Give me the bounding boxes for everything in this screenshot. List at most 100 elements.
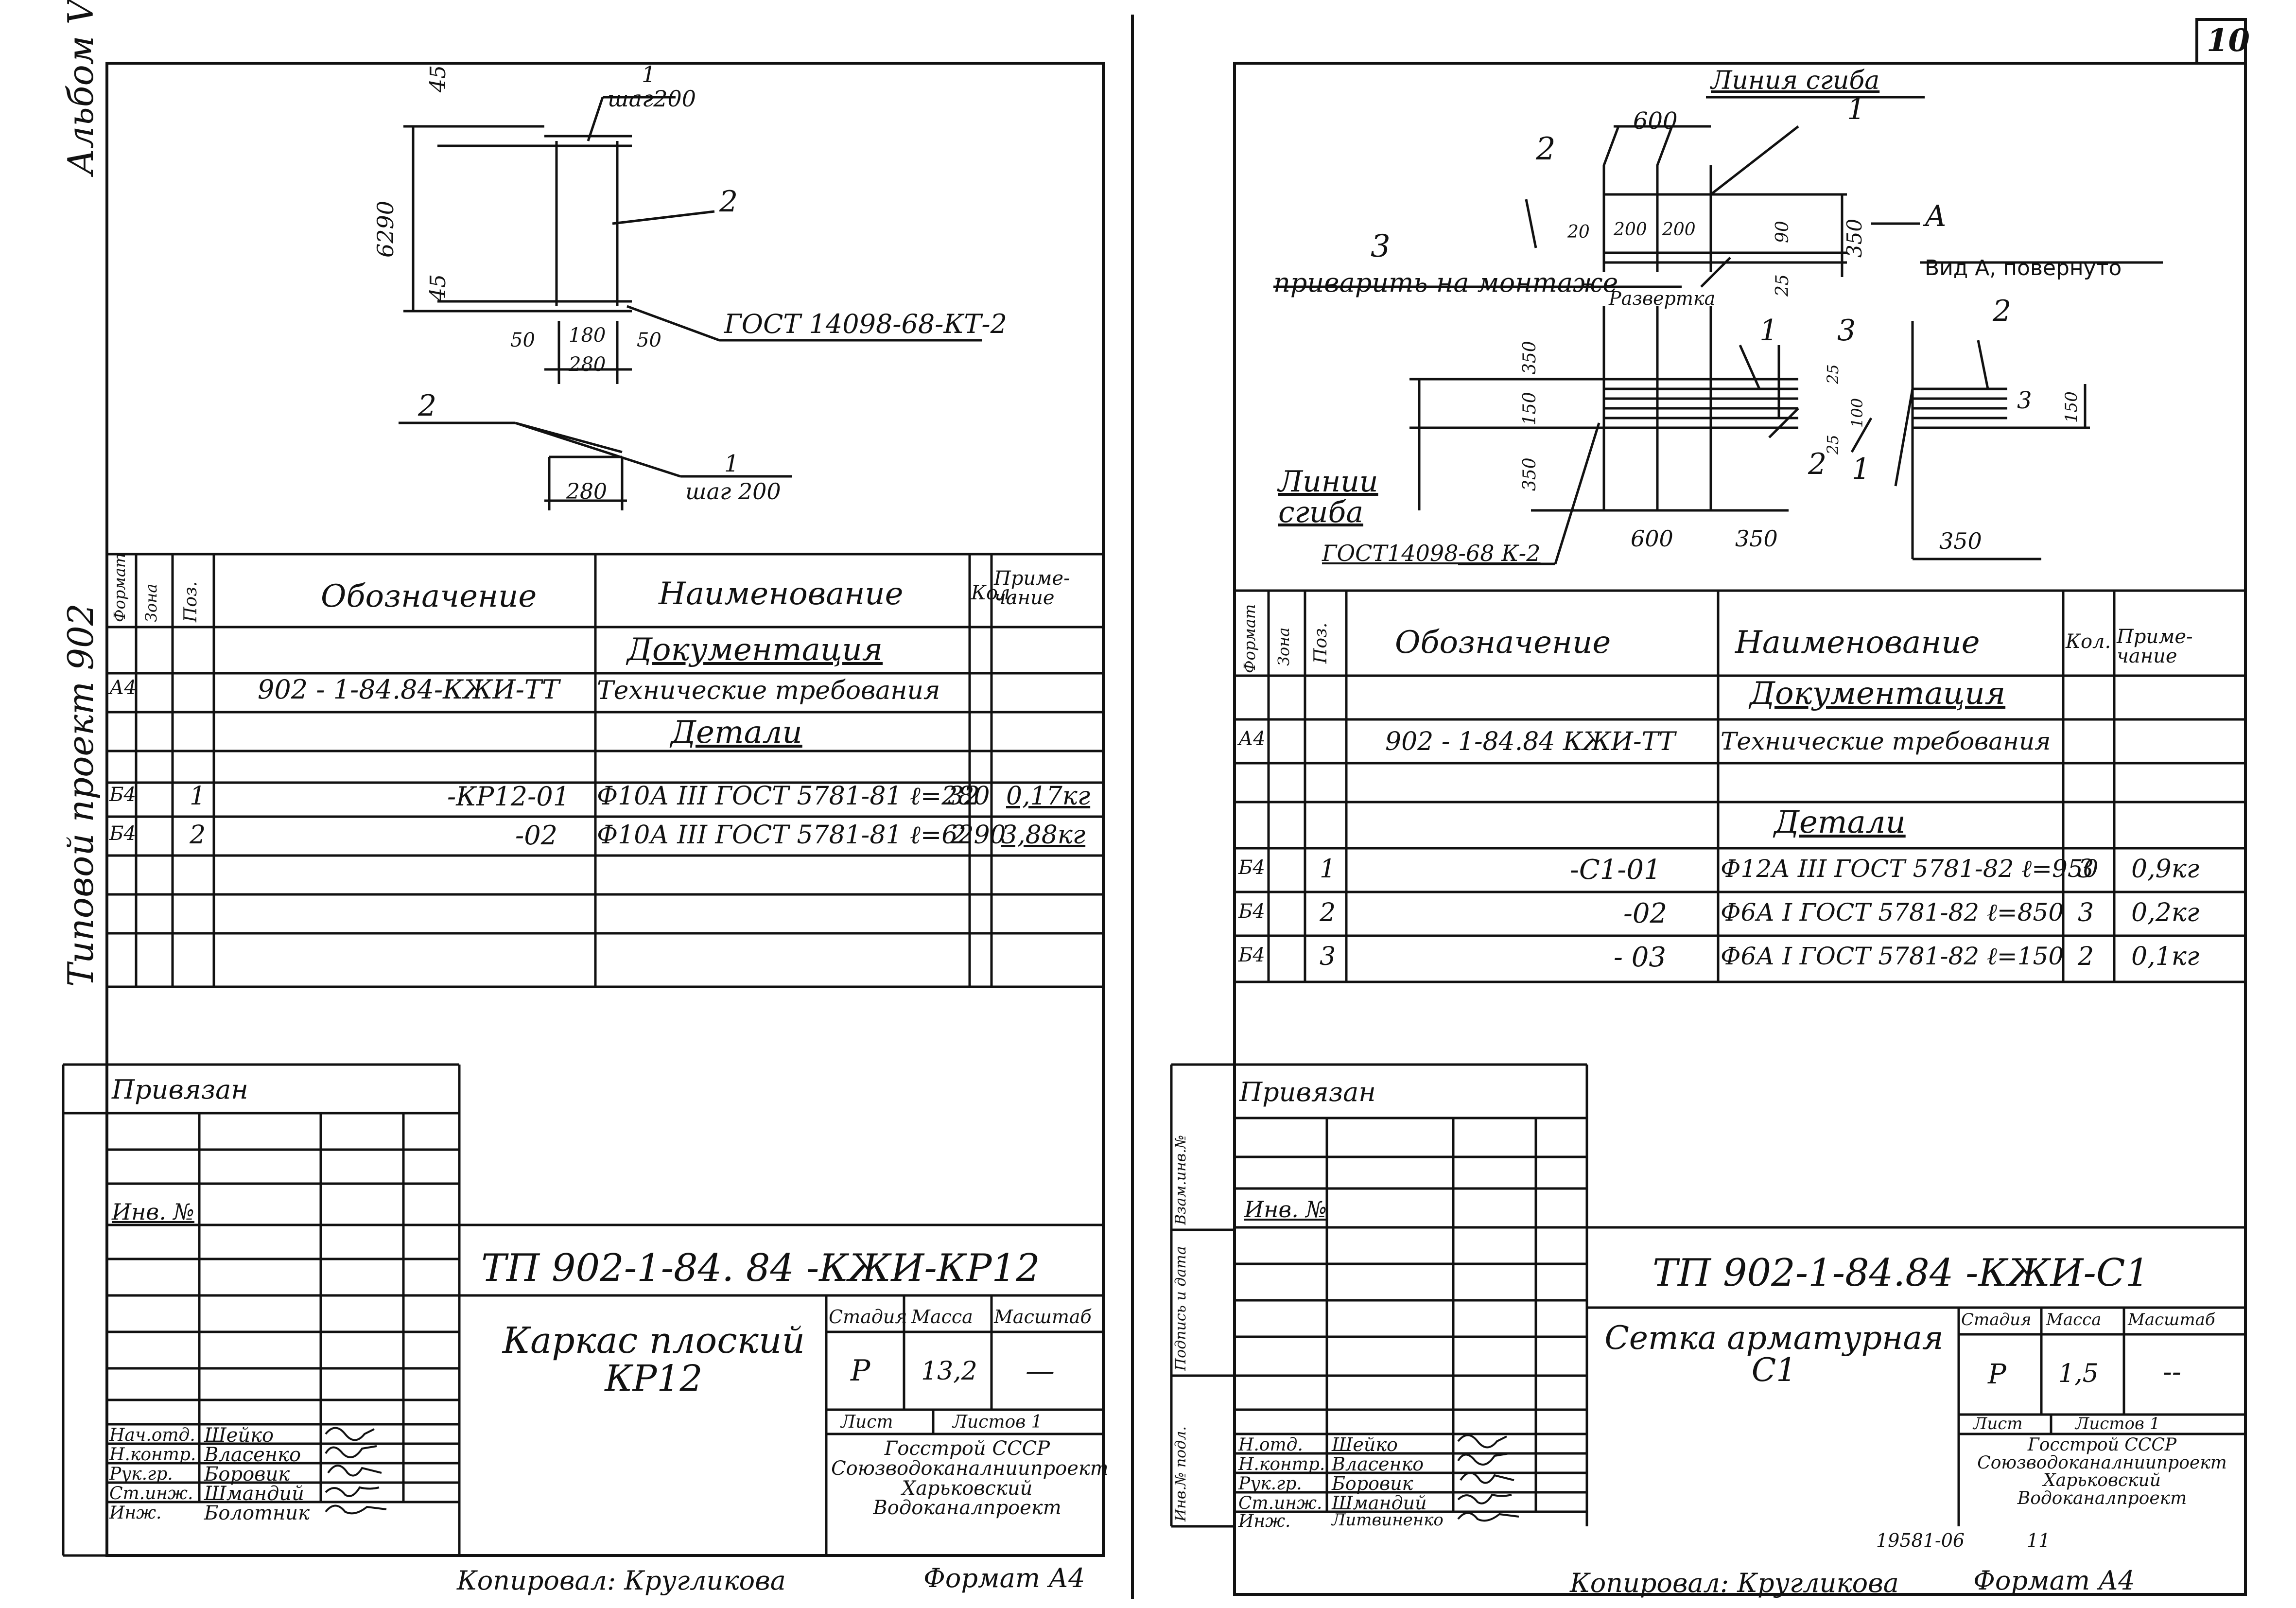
stamp-inv: Инв. № bbox=[1244, 1196, 1327, 1223]
stamp-bound: Привязан bbox=[112, 1074, 248, 1105]
weld-note: приварить на монтаже bbox=[1273, 267, 1618, 298]
stamp-scale: — bbox=[1026, 1354, 1055, 1388]
footer-copied-right: Копировал: Кругликова bbox=[1570, 1568, 1899, 1598]
pos1-label: 1 bbox=[642, 61, 656, 87]
row-note: 3,88кг bbox=[1001, 821, 1086, 850]
stamp-role: Нач.отд. bbox=[109, 1425, 195, 1445]
stamp-sheet: Лист bbox=[841, 1412, 893, 1432]
row-designation: - 03 bbox=[1614, 942, 1666, 973]
stamp-sheets: Листов 1 bbox=[953, 1412, 1043, 1432]
sec-pos1: 1 bbox=[724, 450, 739, 477]
spec-h-format: Формат bbox=[1240, 604, 1259, 673]
stamp-code: ТП 902-1-84. 84 -КЖИ-КР12 bbox=[481, 1246, 1040, 1290]
stamp-name: Шмандий bbox=[1332, 1492, 1427, 1514]
stamp-role: Н.контр. bbox=[109, 1445, 196, 1465]
r-dim-200b: 200 bbox=[1662, 220, 1696, 240]
stamp-h-mass: Масса bbox=[2046, 1310, 2102, 1329]
row-format: Б4 bbox=[1238, 944, 1265, 966]
stamp-title: Сетка арматурная С1 bbox=[1604, 1319, 1944, 1389]
archive-number: 19581-06 bbox=[1876, 1530, 1965, 1551]
spec-h-zone: Зона bbox=[1274, 627, 1293, 666]
row-note: 0,2кг bbox=[2131, 898, 2200, 927]
m-label-1: 1 bbox=[1759, 314, 1778, 348]
spec-h-name: Наименование bbox=[1735, 625, 1980, 661]
row-name: Ф12А III ГОСТ 5781-82 ℓ=950 bbox=[1721, 855, 2099, 883]
stamp-code: ТП 902-1-84.84 -КЖИ-С1 bbox=[1652, 1251, 2150, 1295]
signatures-right bbox=[1457, 1434, 1519, 1522]
stamp-sheet: Лист bbox=[1973, 1414, 2023, 1433]
stamp-name: Боровик bbox=[204, 1463, 290, 1486]
b-600: 600 bbox=[1631, 525, 1673, 552]
signatures-left bbox=[325, 1427, 387, 1515]
dim-180: 180 bbox=[569, 324, 606, 347]
gost-right: ГОСТ14098-68 К-2 bbox=[1322, 540, 1541, 566]
row-format: Б4 bbox=[109, 784, 136, 806]
row-note: 0,17кг bbox=[1006, 782, 1091, 811]
side-label-signature: Подпись и дата bbox=[1172, 1246, 1189, 1371]
m-label-3: 3 bbox=[1837, 314, 1856, 348]
stamp-role: Ст.инж. bbox=[109, 1484, 193, 1503]
stamp-h-stage: Стадия bbox=[1961, 1310, 2032, 1329]
pos2-label: 2 bbox=[719, 185, 738, 219]
spec-h-pos: Поз. bbox=[181, 581, 201, 622]
va-label-2: 2 bbox=[1993, 294, 2012, 328]
spec-h-qty: Кол. bbox=[971, 582, 1017, 604]
d-25a: 25 bbox=[1824, 364, 1842, 384]
stamp-name: Болотник bbox=[204, 1502, 310, 1524]
row-qty: 2 bbox=[950, 821, 967, 850]
d-25b: 25 bbox=[1824, 435, 1842, 454]
row-pos: 2 bbox=[190, 821, 206, 850]
m-label-2: 2 bbox=[1808, 447, 1827, 481]
stamp-stage: Р bbox=[851, 1354, 870, 1388]
stamp-role: Н.контр. bbox=[1238, 1454, 1325, 1474]
row-name: Ф6А I ГОСТ 5781-82 ℓ=850 bbox=[1721, 898, 2064, 926]
spec-h-zone: Зона bbox=[142, 583, 160, 622]
stamp-name: Литвиненко bbox=[1332, 1510, 1444, 1530]
arrow-a-label: А bbox=[1925, 199, 1947, 233]
row-designation: -02 bbox=[1623, 898, 1668, 929]
r-label-2: 2 bbox=[1536, 131, 1556, 167]
stamp-role: Инж. bbox=[1238, 1511, 1291, 1531]
va-label-3: 3 bbox=[2017, 387, 2032, 414]
r-dim-90: 90 bbox=[1773, 221, 1792, 243]
stamp-role: Рук.гр. bbox=[1238, 1474, 1302, 1494]
row-designation: -КР12-01 bbox=[447, 781, 570, 812]
r-label-1: 1 bbox=[1847, 92, 1866, 126]
spec-section-details: Детали bbox=[1774, 804, 1906, 840]
row-format: Б4 bbox=[1238, 856, 1265, 879]
spec-h-format: Формат bbox=[110, 553, 129, 622]
stamp-name: Шейко bbox=[204, 1424, 274, 1447]
row-designation: -С1-01 bbox=[1570, 854, 1661, 886]
stamp-name: Шмандий bbox=[204, 1483, 304, 1505]
dim-top: 45 bbox=[426, 65, 451, 92]
spec-section-details: Детали bbox=[671, 715, 802, 751]
stamp-mass: 1,5 bbox=[2058, 1359, 2099, 1388]
row-note: 0,9кг bbox=[2131, 855, 2200, 884]
row-format: Б4 bbox=[1238, 900, 1265, 923]
bend-line-label: Линия сгиба bbox=[1711, 66, 1880, 95]
spec-h-name: Наименование bbox=[659, 576, 904, 612]
row-qty: 2 bbox=[2078, 942, 2094, 971]
spec-h-note: Приме-чание bbox=[2117, 626, 2193, 667]
footer-format-right: Формат А4 bbox=[1973, 1565, 2135, 1596]
r-label-3: 3 bbox=[1371, 228, 1391, 264]
spec-doc-format: А4 bbox=[109, 677, 137, 699]
spec-doc-designation: 902 - 1-84.84-КЖИ-ТТ bbox=[258, 674, 559, 705]
row-designation: -02 bbox=[515, 820, 557, 851]
stamp-name: Власенко bbox=[204, 1444, 301, 1466]
spec-h-note: Приме-чание bbox=[994, 567, 1070, 609]
stamp-h-stage: Стадия bbox=[829, 1306, 907, 1328]
row-qty: 3 bbox=[2078, 898, 2094, 927]
row-pos: 1 bbox=[1320, 855, 1336, 884]
spec-h-designation: Обозначение bbox=[321, 578, 537, 614]
stamp-scale: -- bbox=[2163, 1356, 2181, 1388]
row-qty: 32 bbox=[948, 782, 980, 811]
d-150: 150 bbox=[1520, 392, 1540, 425]
stamp-org: Госстрой СССР Союзводоканалниипроект Хар… bbox=[831, 1437, 1109, 1520]
spec-doc-designation: 902 - 1-84.84 КЖИ-ТТ bbox=[1385, 727, 1675, 756]
row-pos: 2 bbox=[1320, 898, 1336, 927]
spec-section-doc: Документация bbox=[1750, 676, 2006, 712]
b-350: 350 bbox=[1735, 525, 1778, 552]
footer-copied-left: Копировал: Кругликова bbox=[457, 1565, 786, 1596]
